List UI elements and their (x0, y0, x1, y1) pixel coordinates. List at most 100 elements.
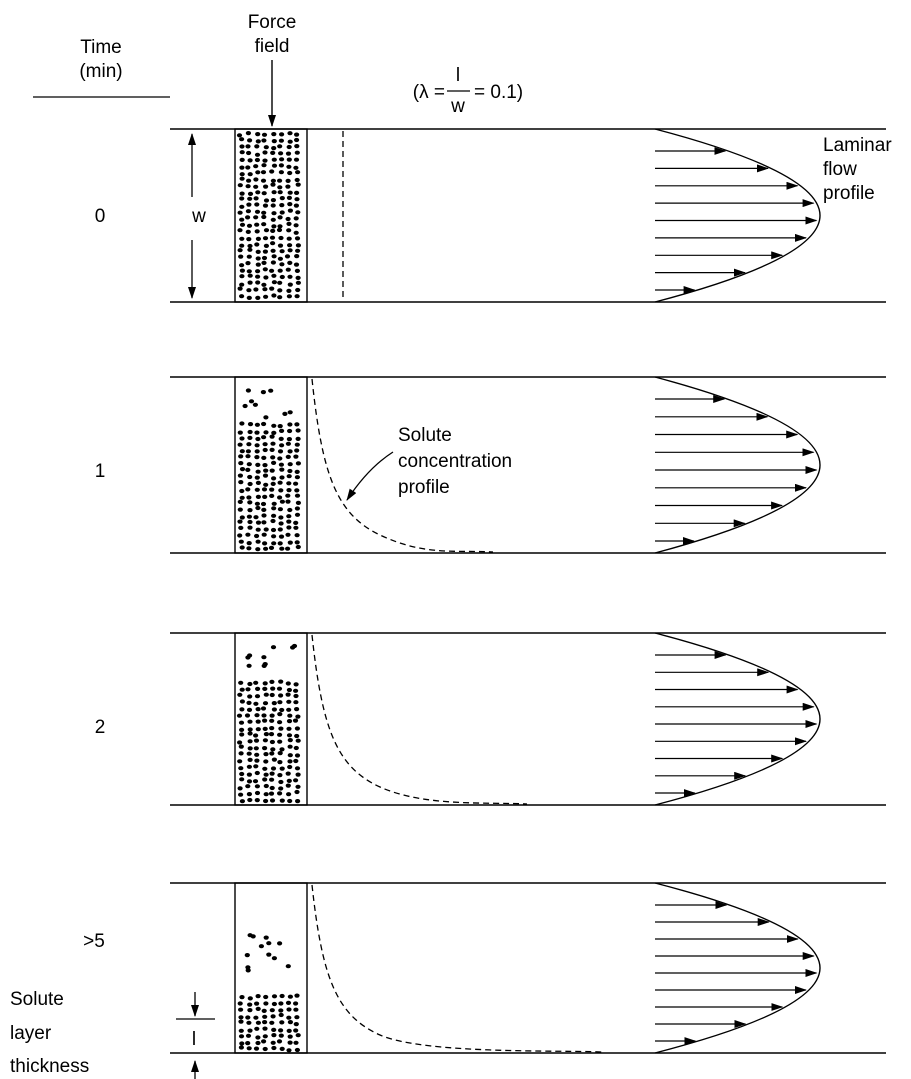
solute-particle (279, 546, 285, 551)
solute-particle (277, 480, 283, 485)
solute-particle (239, 732, 245, 737)
solute-particle (294, 448, 300, 453)
solute-particle (263, 243, 269, 248)
solute-particle (286, 488, 292, 493)
solute-particle (239, 467, 246, 472)
solute-particle (245, 1015, 251, 1020)
solute-particle (285, 692, 291, 697)
solute-particle (286, 221, 292, 226)
solute-particle (262, 662, 268, 667)
solute-particle (237, 507, 243, 512)
solute-particle (294, 422, 300, 427)
solute-particle (269, 771, 275, 776)
solute-particle (247, 191, 254, 196)
solute-particle (268, 791, 275, 796)
layer-thickness-label-3: thickness (10, 1056, 89, 1077)
solute-particle (247, 797, 253, 803)
solute-particle (294, 254, 300, 259)
solute-particle (286, 525, 292, 530)
solute-particle (246, 779, 253, 784)
solute-particle (238, 792, 244, 797)
solute-particle (294, 469, 300, 474)
solute-particle (254, 152, 261, 157)
solute-particle (294, 540, 300, 545)
solute-particle (277, 424, 283, 429)
solute-particle (247, 158, 253, 163)
solute-particle (254, 752, 260, 757)
solute-particle (247, 727, 253, 732)
solute-particle (277, 527, 283, 532)
solute-particle (263, 759, 269, 764)
solute-particle (255, 139, 261, 144)
solute-particle (239, 268, 245, 273)
solute-particle (271, 190, 277, 195)
solute-particle (287, 170, 293, 176)
solute-particle (262, 1046, 268, 1052)
solute-particle (254, 202, 260, 207)
solute-particle (255, 494, 261, 499)
solute-particle (238, 461, 244, 466)
solute-particle (237, 430, 243, 435)
solute-particle (286, 1015, 292, 1020)
solute-particle (262, 442, 268, 447)
solute-particle (295, 461, 301, 466)
solute-particle (270, 527, 277, 533)
solute-particle (285, 454, 291, 459)
time-label-5: >5 (83, 931, 105, 952)
solute-particle (286, 228, 292, 233)
solute-particle (293, 203, 299, 208)
solute-particle (277, 739, 283, 744)
solute-particle (239, 137, 245, 142)
solute-particle (239, 687, 245, 692)
solute-particle (238, 1015, 244, 1020)
solute-particle (270, 203, 276, 208)
solute-particle (263, 792, 269, 797)
solute-particle (295, 714, 301, 719)
lambda-denominator: w (450, 96, 465, 117)
solute-particle (255, 727, 261, 732)
solute-particle (286, 294, 292, 299)
solute-particle (246, 707, 253, 713)
solute-particle (278, 1001, 284, 1006)
solute-particle (271, 1027, 277, 1032)
solute-particle (277, 507, 283, 512)
solute-particle (255, 469, 261, 474)
solute-particle (271, 506, 277, 511)
solute-particle (245, 1041, 251, 1046)
solute-particle (247, 435, 253, 440)
solute-particle (246, 237, 252, 242)
solute-particle (279, 1020, 285, 1025)
solute-particle (269, 447, 275, 452)
solute-particle (253, 733, 259, 738)
solute-particle (247, 1028, 253, 1033)
solute-particle (278, 779, 284, 785)
solute-particle (286, 719, 293, 724)
solute-particle (285, 216, 291, 222)
solute-particle (285, 493, 291, 498)
solute-particle (246, 663, 252, 668)
solute-particle (269, 777, 275, 782)
solute-particle (286, 1007, 292, 1012)
solute-particle (239, 727, 245, 733)
solute-particle (246, 150, 252, 156)
laminar-label-3: profile (823, 183, 875, 204)
solute-particle (255, 274, 261, 279)
solute-particle (254, 475, 260, 480)
solute-particle (294, 236, 301, 241)
solute-particle (261, 532, 267, 537)
solute-particle (293, 454, 299, 459)
solute-particle (246, 495, 252, 500)
solute-particle (262, 726, 268, 732)
solute-particle (260, 170, 267, 175)
solute-particle (263, 184, 269, 189)
solute-particle (278, 1028, 284, 1033)
solute-particle (247, 474, 253, 480)
solute-particle (271, 513, 277, 518)
solute-particle (254, 758, 260, 763)
solute-particle (253, 680, 259, 685)
solute-particle (262, 236, 269, 241)
solute-particle (271, 423, 277, 428)
solute-particle (269, 726, 275, 731)
solute-particle (294, 993, 300, 998)
solute-particle (260, 706, 267, 711)
